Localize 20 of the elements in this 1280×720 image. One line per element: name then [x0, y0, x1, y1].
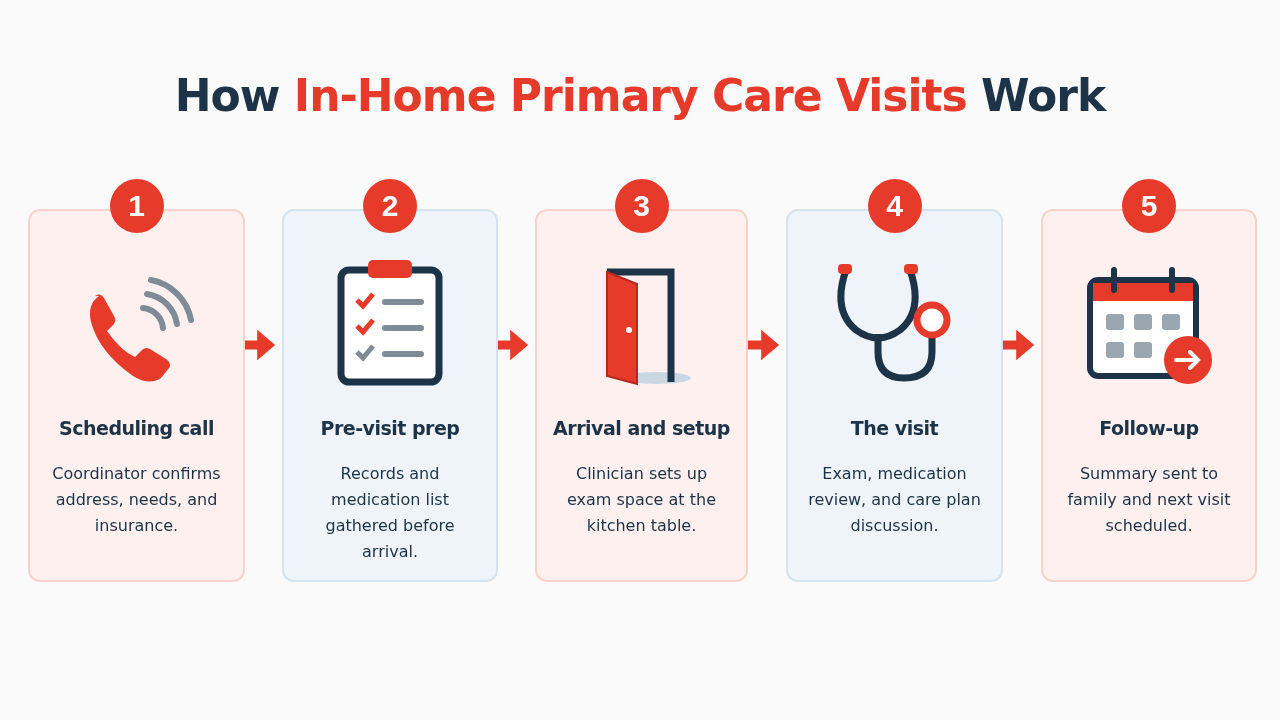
title: How In-Home Primary Care Visits Work — [173, 70, 1108, 121]
arrow — [245, 329, 276, 361]
step-number: 4 — [867, 179, 922, 233]
step-heading: The visit — [849, 417, 940, 439]
step-description: Clinician sets up exam space at the kitchen table. — [566, 463, 717, 537]
step-description: Summary sent to family and next visit scheduled. — [1066, 463, 1232, 537]
arrow — [498, 329, 529, 361]
arrow — [748, 329, 780, 361]
step-description: Coordinator confirms address, needs, and insurance. — [51, 463, 222, 537]
step-heading: Scheduling call — [58, 417, 215, 439]
step-number: 3 — [614, 179, 669, 233]
step-heading: Follow-up — [1098, 417, 1200, 439]
step-description: Exam, medication review, and care plan discussion. — [807, 463, 982, 537]
step-number: 5 — [1122, 179, 1176, 233]
step-heading: Pre-visit prep — [319, 417, 461, 439]
step-number: 2 — [363, 179, 417, 233]
step-heading: Arrival and setup — [552, 417, 731, 439]
step-description: Records and medication list gathered before arrival. — [324, 463, 456, 563]
arrow — [1003, 329, 1035, 361]
step-number: 1 — [109, 179, 164, 233]
